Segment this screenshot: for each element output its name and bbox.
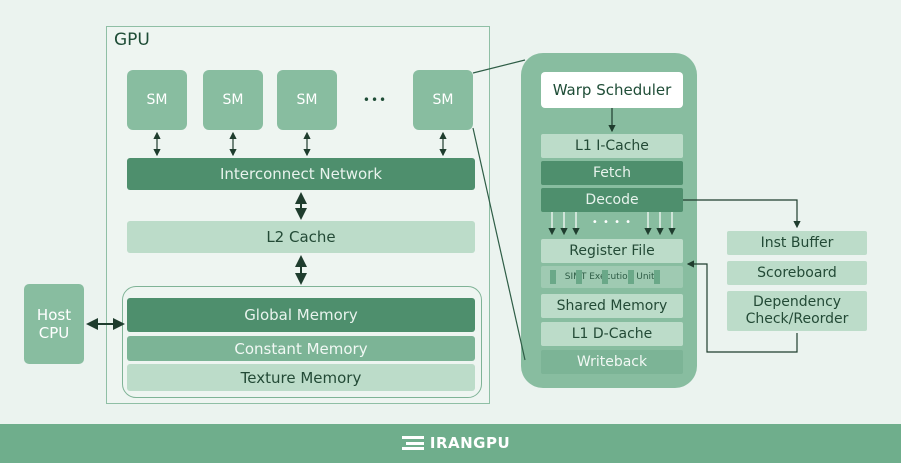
simt-lane xyxy=(550,270,556,284)
check-reorder-label: Check/Reorder xyxy=(745,311,849,327)
decode-stage: Decode xyxy=(541,188,683,212)
l2-cache: L2 Cache xyxy=(127,221,475,253)
decode-instbuffer-arrow xyxy=(683,199,801,229)
pipeline-dots: • • • • xyxy=(591,216,633,228)
scoreboard: Scoreboard xyxy=(727,261,867,285)
fetch-stage: Fetch xyxy=(541,161,683,185)
server-icon xyxy=(401,436,424,450)
simt-lane xyxy=(654,270,660,284)
texture-memory: Texture Memory xyxy=(127,364,475,391)
cpu-label: CPU xyxy=(38,324,70,342)
simt-lane xyxy=(628,270,634,284)
host-label: Host xyxy=(36,306,72,324)
sm-block-3: SM xyxy=(277,70,337,130)
gpu-title: GPU xyxy=(114,30,150,50)
sm-ellipsis: ••• xyxy=(362,93,388,107)
constant-memory: Constant Memory xyxy=(127,336,475,361)
zoom-line-bottom xyxy=(472,127,526,361)
interconnect-network: Interconnect Network xyxy=(127,158,475,190)
brand-name: IRANGPU xyxy=(429,434,511,452)
dependency-register-arrow xyxy=(686,260,798,353)
footer-bar xyxy=(0,424,901,463)
zoom-line-top xyxy=(472,59,526,74)
writeback-stage: Writeback xyxy=(541,350,683,374)
dependency-check: Dependency Check/Reorder xyxy=(727,291,867,331)
global-memory: Global Memory xyxy=(127,298,475,332)
sm-block-4: SM xyxy=(413,70,473,130)
l1-dcache: L1 D-Cache xyxy=(541,322,683,346)
sm-block-1: SM xyxy=(127,70,187,130)
sm-block-2: SM xyxy=(203,70,263,130)
shared-memory: Shared Memory xyxy=(541,294,683,318)
warp-scheduler: Warp Scheduler xyxy=(541,72,683,108)
inst-buffer: Inst Buffer xyxy=(727,231,867,255)
simt-lane xyxy=(576,270,582,284)
simt-lane xyxy=(602,270,608,284)
register-file: Register File xyxy=(541,239,683,263)
l1-icache: L1 I-Cache xyxy=(541,134,683,158)
dependency-label: Dependency xyxy=(752,294,842,310)
brand-logo: IRANGPU xyxy=(396,432,516,454)
host-cpu: Host CPU xyxy=(24,284,84,364)
